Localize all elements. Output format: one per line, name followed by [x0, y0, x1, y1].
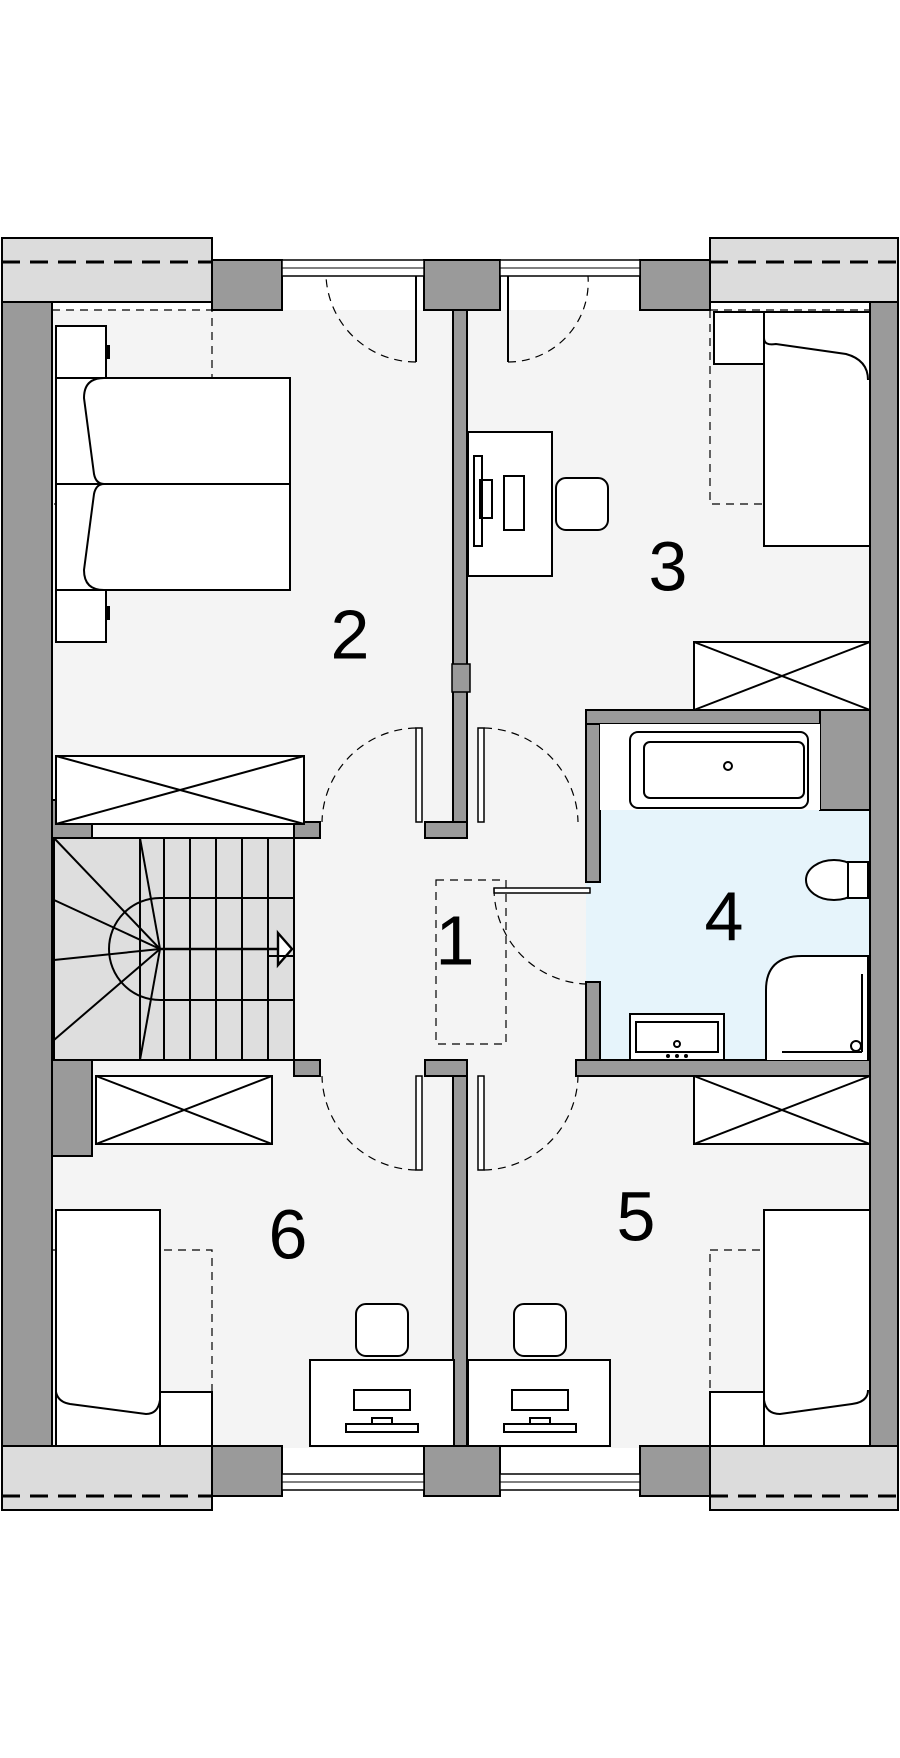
- bathroom: 4: [600, 724, 869, 1061]
- windows: [1, 237, 899, 1511]
- bedroom-ne: 3: [467, 309, 871, 711]
- room-label-bedroom-se: 5: [617, 1177, 656, 1255]
- doors: [321, 275, 591, 1171]
- room-label-hall: 1: [436, 901, 475, 979]
- bedroom-se: 5: [467, 1075, 871, 1447]
- room-label-bedroom-nw: 2: [331, 595, 370, 673]
- hall-room: 1: [435, 879, 507, 1045]
- bedroom-nw: 2: [51, 309, 370, 825]
- wall-west: [1, 261, 53, 1449]
- bedroom-sw: 6: [51, 1075, 455, 1447]
- room-label-bathroom: 4: [705, 877, 744, 955]
- room-label-bedroom-ne: 3: [649, 527, 688, 605]
- room-label-bedroom-sw: 6: [269, 1195, 308, 1273]
- walls: [1, 259, 899, 1497]
- staircase: [53, 837, 295, 1061]
- wall-east: [869, 261, 899, 1449]
